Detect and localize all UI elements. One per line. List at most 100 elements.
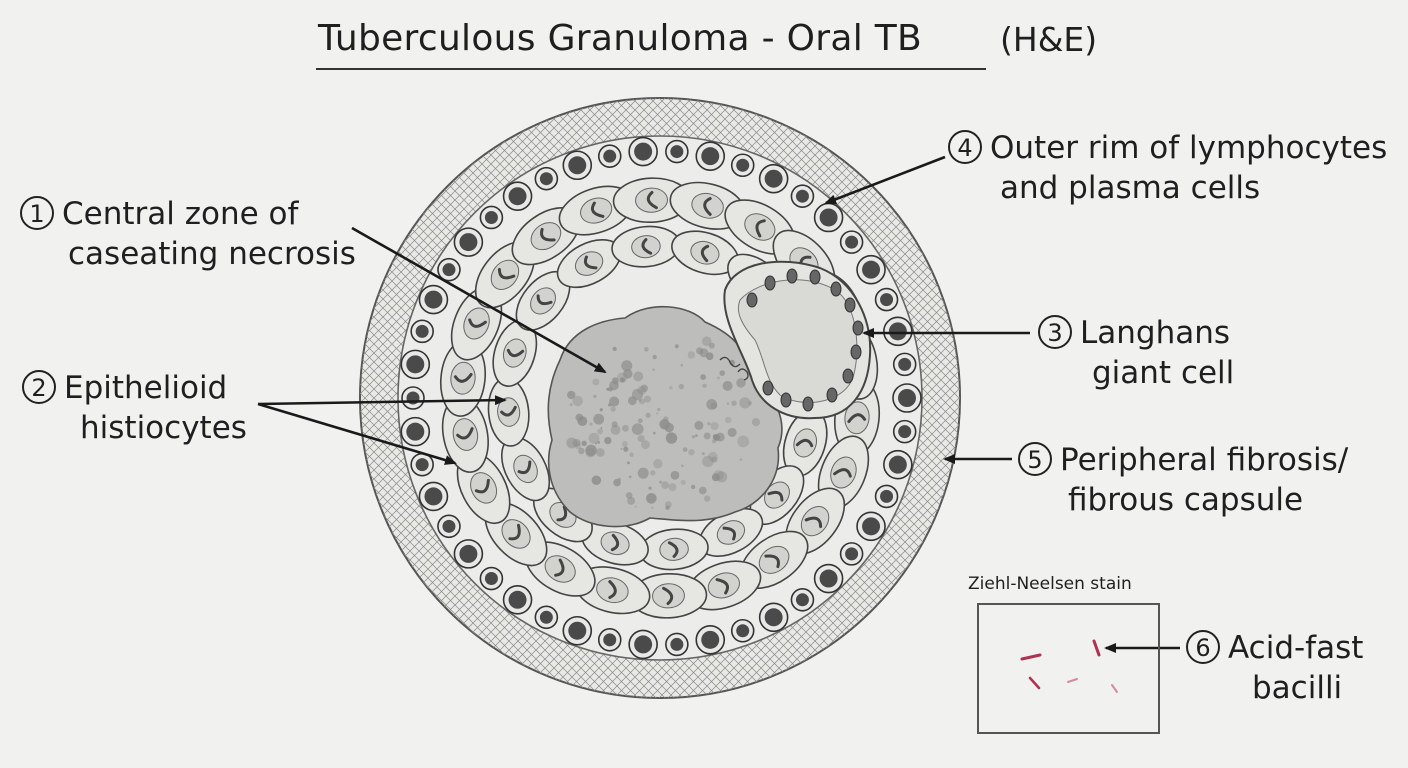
epithelioid-histiocyte — [441, 396, 489, 473]
giant-cell-nucleus — [802, 396, 814, 412]
label-epithelioid-line2: histiocytes — [80, 410, 247, 446]
arrow-necrosis — [351, 226, 607, 374]
lymphocyte — [437, 257, 461, 282]
epithelioid-histiocyte — [439, 339, 487, 417]
lymphocyte — [562, 615, 593, 646]
lymphocyte — [562, 150, 593, 181]
lymphocyte — [883, 316, 913, 347]
ziehl-neelsen-inset — [977, 603, 1160, 734]
epithelioid-histiocyte — [515, 271, 571, 331]
epithelioid-histiocyte — [556, 238, 622, 289]
giant-cell-nucleus — [764, 275, 776, 291]
lymphocyte — [628, 629, 658, 660]
giant-cell-nucleus — [830, 281, 842, 297]
lymphocyte — [665, 632, 689, 657]
lymphocyte — [883, 449, 913, 480]
lymphocyte — [418, 481, 449, 512]
page-title: Tuberculous Granuloma - Oral TB — [318, 18, 923, 59]
lymphocyte — [628, 136, 658, 167]
giant-cell-nucleus — [786, 268, 798, 284]
bacilli-marks — [1020, 639, 1118, 693]
giant-cell-nucleus — [850, 344, 862, 360]
annotation-arrows — [257, 155, 1180, 653]
epithelioid-histiocyte — [492, 319, 538, 387]
langhans-giant-cell-drawing — [723, 260, 872, 420]
lymphocyte — [410, 319, 434, 344]
lymphocyte — [874, 287, 899, 312]
epithelioid-histiocyte — [500, 436, 551, 502]
giant-cell-nucleus — [826, 387, 838, 403]
lymphocyte — [730, 153, 755, 178]
epithelioid-histiocyte — [487, 377, 530, 447]
lymphocyte — [695, 141, 726, 171]
lymphocyte — [534, 166, 559, 191]
giant-cell-nucleus — [809, 269, 821, 285]
lymphocyte — [479, 205, 504, 230]
lymphocyte-ring — [400, 136, 922, 660]
number-badge: 3 — [1038, 314, 1072, 349]
lymphocyte — [418, 284, 449, 315]
title-underline — [316, 68, 986, 70]
lymphocyte — [437, 514, 461, 539]
number-badge: 1 — [20, 195, 54, 230]
lymphocyte — [839, 230, 864, 254]
giant-cell-nucleus — [762, 380, 774, 396]
arrow-outer-rim — [824, 155, 946, 205]
lymphocyte — [502, 181, 533, 212]
lymphocyte — [453, 539, 484, 569]
number-badge: 5 — [1018, 441, 1052, 476]
giant-cell-nucleus — [844, 297, 856, 313]
lymphocyte — [813, 563, 844, 594]
bacillus — [1111, 684, 1118, 693]
giant-cell-nucleus — [852, 320, 864, 336]
epithelioid-histiocyte — [782, 409, 828, 477]
lymphocyte — [892, 419, 917, 444]
lymphocyte — [758, 602, 789, 633]
caseating-necrosis — [547, 305, 783, 528]
lymphocyte — [758, 163, 789, 194]
lymphocyte — [856, 511, 886, 542]
arrow-epithelioid-upper — [257, 395, 507, 406]
epithelioid-histiocyte — [612, 177, 691, 224]
inset-caption: Ziehl-Neelsen stain — [968, 574, 1132, 594]
bacillus — [1020, 653, 1042, 661]
label-langhans-line2: giant cell — [1092, 355, 1235, 391]
lymphocyte — [502, 584, 533, 615]
lymphocyte — [534, 605, 559, 630]
giant-cell-nucleus — [746, 292, 758, 308]
lymphocyte — [892, 352, 917, 377]
lymphocyte — [730, 618, 755, 643]
number-badge: 6 — [1186, 629, 1220, 664]
lymphocyte — [597, 628, 622, 652]
bacillus — [1067, 678, 1078, 683]
lymphocyte — [892, 383, 922, 413]
label-outer-rim-line2: and plasma cells — [1000, 170, 1261, 206]
number-badge: 2 — [22, 369, 56, 404]
label-bacilli-line2: bacilli — [1252, 670, 1343, 706]
lymphocyte — [695, 625, 726, 655]
giant-cell-nucleus — [780, 392, 792, 408]
giant-cell-nucleus — [842, 368, 854, 384]
lymphocyte — [597, 144, 622, 168]
lymphocyte — [665, 139, 689, 164]
lymphocyte — [813, 202, 844, 233]
arrow-epithelioid-lower — [257, 402, 457, 465]
lymphocyte — [790, 587, 815, 612]
bacillus — [1092, 639, 1101, 657]
lymphocyte — [410, 452, 434, 477]
lymphocyte — [400, 349, 431, 380]
number-badge: 4 — [948, 129, 982, 164]
